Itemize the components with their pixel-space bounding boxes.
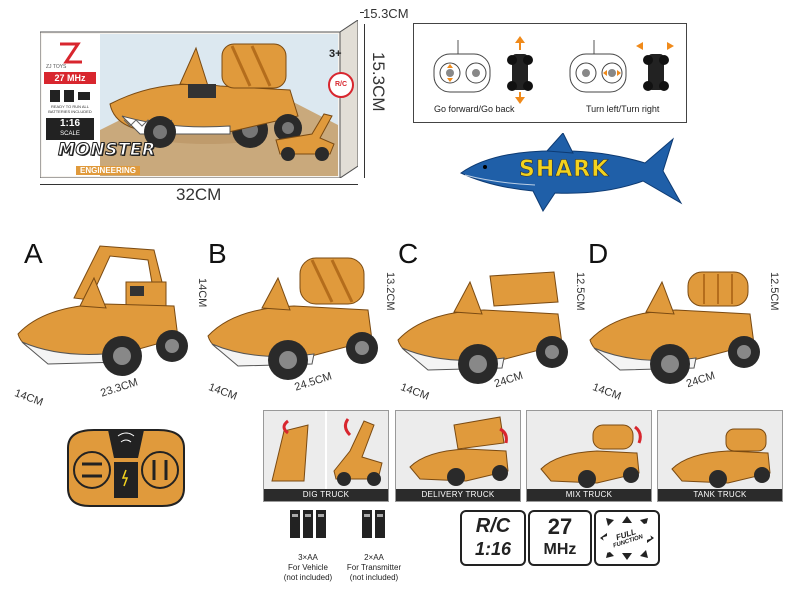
- box-title-sub: ENGINEERING: [76, 166, 141, 175]
- function-panel-delivery: DELIVERY TRUCK: [395, 410, 521, 502]
- spec-full-function: FULL FUNCTION: [594, 510, 660, 566]
- box-truck-image: [100, 38, 320, 150]
- battery-vehicle-qty: 3×AA: [298, 553, 318, 562]
- variant-letter-b: B: [208, 238, 227, 269]
- battery-transmitter-note: (not included): [349, 573, 399, 582]
- battery-transmitter-icon: [360, 508, 388, 545]
- variant-letter-d: D: [588, 238, 609, 269]
- full-function-arrows-icon: [600, 516, 654, 560]
- function-label-mix: MIX TRUCK: [527, 489, 651, 501]
- brand-name: ZJ TOYS: [46, 64, 67, 70]
- battery-transmitter: 2×AA For Transmitter (not included): [334, 508, 414, 588]
- variant-height-d: 12.5CM: [768, 272, 780, 311]
- spec-freq-unit: MHz: [543, 541, 577, 558]
- variant-height-b: 13.2CM: [384, 272, 396, 311]
- box-height-label: 15.3CM: [369, 52, 388, 112]
- scale-label: SCALE: [60, 131, 80, 137]
- variant-height-c: 12.5CM: [574, 272, 586, 311]
- remote-control-image: [58, 418, 194, 510]
- battery-vehicle-use: For Vehicle: [287, 563, 329, 572]
- function-label-delivery: DELIVERY TRUCK: [396, 489, 520, 501]
- age-label: 3+: [329, 48, 342, 60]
- box-width-label: 32CM: [176, 185, 222, 204]
- battery-vehicle-note: (not included): [283, 573, 333, 582]
- rc-badge: R/C: [328, 72, 354, 98]
- brand-logo: [48, 42, 88, 70]
- box-title-main: MONSTER: [58, 140, 156, 161]
- box-title: MONSTER ENGINEERING: [58, 140, 156, 178]
- box-depth-line: [360, 12, 364, 13]
- function-label-tank: TANK TRUCK: [658, 489, 782, 501]
- freq-badge: 27 MHz: [44, 72, 96, 84]
- battery-note: READY TO RUN ALL BATTERIES INCLUDED: [48, 104, 92, 114]
- battery-transmitter-use: For Transmitter: [346, 563, 402, 572]
- box-depth-label: 15.3CM: [363, 6, 409, 21]
- function-panel-mix: MIX TRUCK: [526, 410, 652, 502]
- scale-badge: 1:16 SCALE: [46, 118, 94, 140]
- battery-icons: [48, 88, 92, 104]
- product-box: ZJ TOYS 27 MHz READY TO RUN ALL BATTERIE…: [39, 19, 359, 179]
- spec-freq-num: 27: [547, 514, 573, 539]
- battery-transmitter-qty: 2×AA: [364, 553, 384, 562]
- function-label-dig: DIG TRUCK: [264, 489, 388, 501]
- spec-rc-scale: R/C 1:16: [460, 510, 526, 566]
- forward-back-label: Go forward/Go back: [434, 104, 515, 114]
- variant-letter-a: A: [24, 238, 43, 269]
- variant-letter-c: C: [398, 238, 419, 269]
- controller-forward-illustration: [428, 34, 538, 106]
- box-height-line: [364, 24, 365, 178]
- function-panel-tank: TANK TRUCK: [657, 410, 783, 502]
- variant-height-a: 14CM: [196, 278, 208, 308]
- shark-graphic: SHARK: [455, 132, 685, 213]
- battery-vehicle-icon: [288, 508, 328, 545]
- variant-truck-d: [586, 262, 764, 392]
- box-width-line: [40, 184, 358, 185]
- variant-truck-c: [394, 262, 572, 392]
- spec-rc: R/C: [475, 515, 511, 537]
- turn-label: Turn left/Turn right: [586, 104, 660, 114]
- control-instructions: Go forward/Go back Turn left/Turn right: [413, 23, 687, 123]
- function-panel-dig: DIG TRUCK: [263, 410, 389, 502]
- scale-value: 1:16: [59, 118, 80, 129]
- spec-scale: 1:16: [474, 539, 512, 559]
- controller-turn-illustration: [564, 34, 676, 106]
- variant-truck-a: [14, 238, 192, 388]
- variant-depth-a: 14CM: [12, 387, 45, 409]
- battery-vehicle: 3×AA For Vehicle (not included): [268, 508, 348, 588]
- box-mini-truck: [272, 110, 338, 162]
- variant-truck-b: [204, 248, 382, 388]
- spec-frequency: 27 MHz: [528, 510, 592, 566]
- shark-label: SHARK: [519, 157, 610, 183]
